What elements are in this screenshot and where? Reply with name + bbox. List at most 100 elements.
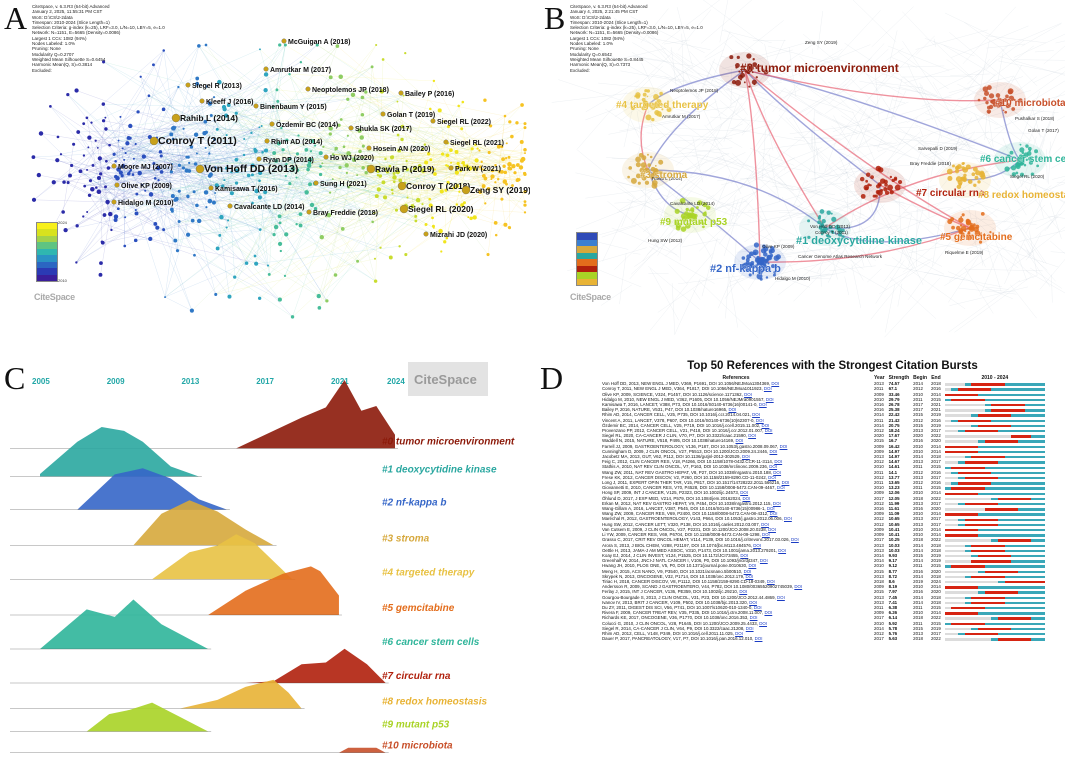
doi-link[interactable]: DOI: [766, 578, 775, 584]
doi-link[interactable]: DOI: [754, 636, 763, 642]
doi-link[interactable]: DOI: [749, 599, 757, 605]
network-node: [523, 200, 527, 204]
doi-link[interactable]: DOI: [755, 417, 764, 423]
doi-link[interactable]: DOI: [777, 594, 785, 600]
doi-link[interactable]: DOI: [769, 464, 778, 470]
doi-link[interactable]: DOI: [772, 500, 781, 506]
network-node: [760, 262, 767, 269]
doi-link[interactable]: DOI: [763, 386, 772, 392]
network-node: [83, 184, 87, 188]
strength-cell: 10.65: [888, 521, 900, 527]
timeline-year-segment: [984, 523, 992, 527]
burst-timeline-cell: [943, 418, 1047, 423]
network-edge: [719, 0, 729, 43]
network-edge: [488, 181, 505, 189]
doi-link[interactable]: DOI: [745, 625, 754, 631]
network-node: [770, 248, 775, 254]
panel-d-citation-bursts: D Top 50 References with the Strongest C…: [540, 360, 1065, 783]
timeline-year-segment: [1024, 508, 1032, 511]
doi-link[interactable]: DOI: [753, 542, 762, 548]
doi-link[interactable]: DOI: [759, 620, 767, 626]
network-node: [502, 164, 506, 168]
reference-cell: Ferlay J, 2015, INT J CANCER, V136, PE35…: [600, 589, 872, 594]
network-node: [378, 174, 383, 178]
network-edge: [128, 137, 189, 235]
doi-link[interactable]: DOI: [735, 438, 744, 444]
network-node: [523, 148, 527, 152]
timeline-year-segment: [1018, 617, 1025, 620]
begin-cell: 2015: [913, 552, 923, 558]
timeline-year-segment: [1031, 471, 1038, 475]
network-edge: [265, 192, 416, 222]
reference-text: Ivanov IV, 2013, BRIT J CANCER, V109, P5…: [602, 599, 750, 605]
timeline-year-segment: [958, 606, 965, 610]
network-edge: [228, 105, 336, 276]
doi-link[interactable]: DOI: [759, 558, 768, 564]
doi-link[interactable]: DOI: [771, 381, 780, 387]
doi-link[interactable]: DOI: [758, 402, 767, 408]
network-node: [101, 119, 106, 123]
network-node: [642, 92, 647, 97]
doi-link[interactable]: DOI: [753, 604, 762, 610]
doi-link[interactable]: DOI: [752, 412, 760, 418]
network-edge: [857, 120, 870, 152]
doi-link[interactable]: DOI: [740, 490, 749, 496]
doi-link[interactable]: DOI: [740, 552, 749, 558]
network-edge: [619, 253, 627, 305]
doi-link[interactable]: DOI: [776, 485, 785, 491]
network-node: [755, 65, 759, 70]
doi-link[interactable]: DOI: [761, 422, 770, 428]
doi-link[interactable]: DOI: [741, 454, 750, 460]
network-edge: [289, 74, 321, 167]
doi-link[interactable]: DOI: [778, 547, 787, 553]
doi-link[interactable]: DOI: [769, 511, 778, 517]
network-node: [96, 189, 102, 195]
doi-link[interactable]: DOI: [745, 573, 754, 579]
doi-link[interactable]: DOI: [742, 495, 751, 501]
doi-link[interactable]: DOI: [768, 526, 776, 532]
network-edge: [153, 163, 178, 251]
timeline-year-segment: [944, 513, 952, 516]
doi-link[interactable]: DOI: [765, 396, 774, 402]
timeline-year-segment: [1011, 539, 1019, 542]
doi-link[interactable]: DOI: [748, 563, 757, 569]
doi-link[interactable]: DOI: [761, 532, 770, 538]
timeline-year-segment: [944, 528, 952, 532]
doi-link[interactable]: DOI: [735, 630, 743, 636]
timeline-year-segment: [1031, 617, 1038, 620]
timeline-year-segment: [978, 388, 985, 391]
network-edge: [300, 182, 384, 226]
doi-link[interactable]: DOI: [743, 568, 752, 574]
timeline-year-segment: [991, 554, 999, 558]
doi-link[interactable]: DOI: [728, 407, 737, 413]
doi-link[interactable]: DOI: [766, 506, 775, 512]
network-edge: [498, 179, 518, 180]
year-cell: 2017: [874, 537, 884, 543]
network-edge: [1013, 59, 1065, 61]
timeline-year-segment: [984, 492, 992, 495]
network-edge: [626, 33, 651, 44]
doi-link[interactable]: DOI: [744, 391, 752, 397]
network-edge: [979, 254, 998, 296]
doi-link[interactable]: DOI: [774, 459, 783, 465]
network-edge: [441, 150, 452, 192]
burst-timeline: [944, 404, 1045, 407]
doi-link[interactable]: DOI: [773, 469, 782, 475]
doi-link[interactable]: DOI: [749, 615, 758, 621]
doi-link[interactable]: DOI: [790, 537, 799, 543]
doi-link[interactable]: DOI: [768, 474, 776, 480]
network-node: [440, 250, 443, 253]
doi-link[interactable]: DOI: [783, 516, 792, 522]
doi-link[interactable]: DOI: [739, 589, 748, 595]
timeline-year-segment: [1024, 497, 1032, 501]
cluster-ribbon: [245, 648, 386, 683]
doi-link[interactable]: DOI: [764, 428, 773, 434]
doi-link[interactable]: DOI: [794, 584, 803, 590]
doi-link[interactable]: DOI: [764, 610, 773, 616]
network-edge: [659, 157, 725, 204]
doi-link[interactable]: DOI: [761, 521, 769, 527]
doi-link[interactable]: DOI: [748, 433, 756, 439]
doi-link[interactable]: DOI: [781, 480, 790, 486]
doi-link[interactable]: DOI: [769, 448, 778, 454]
doi-link[interactable]: DOI: [779, 443, 788, 449]
